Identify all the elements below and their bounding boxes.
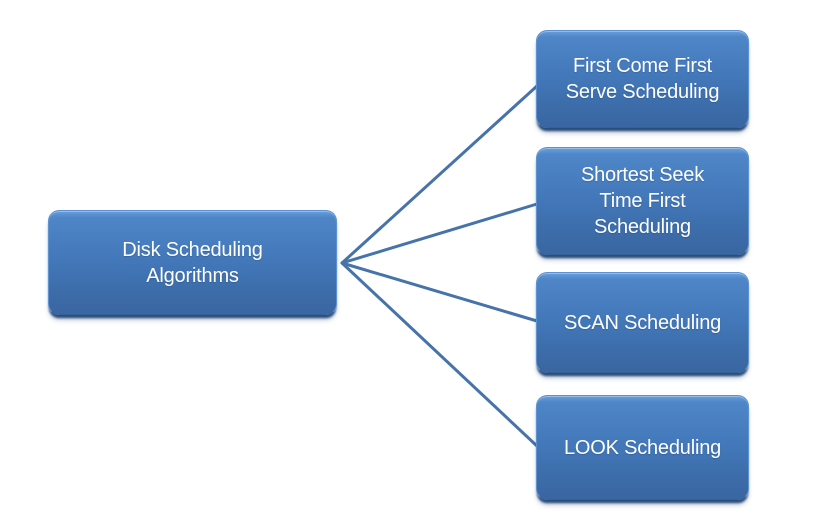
connector-line-root-to-sstf	[340, 202, 539, 265]
node-label-line: LOOK Scheduling	[563, 436, 722, 459]
connector-line-root-to-fcfs	[340, 84, 539, 265]
node-label-line: Algorithms	[146, 264, 239, 287]
connector-line-root-to-scan	[340, 261, 539, 323]
node-label-line: Serve Scheduling	[565, 81, 720, 103]
node-scan-scheduling: SCAN Scheduling	[536, 272, 749, 373]
node-label-line: First Come First	[572, 55, 713, 77]
node-label-line: Shortest Seek	[580, 164, 705, 186]
node-shortest-seek-time-first-scheduling: Shortest Seek Time First Scheduling	[536, 147, 749, 255]
node-label-line: Scheduling	[594, 216, 691, 238]
connector-line-root-to-look	[340, 261, 539, 448]
node-first-come-first-serve-scheduling: First Come First Serve Scheduling	[536, 30, 749, 128]
node-label-line: Time First	[599, 190, 686, 212]
node-look-scheduling: LOOK Scheduling	[536, 395, 749, 500]
node-disk-scheduling-algorithms: Disk Scheduling Algorithms	[48, 210, 337, 315]
node-label-line: Disk Scheduling	[122, 238, 263, 261]
node-label-line: SCAN Scheduling	[563, 311, 722, 334]
